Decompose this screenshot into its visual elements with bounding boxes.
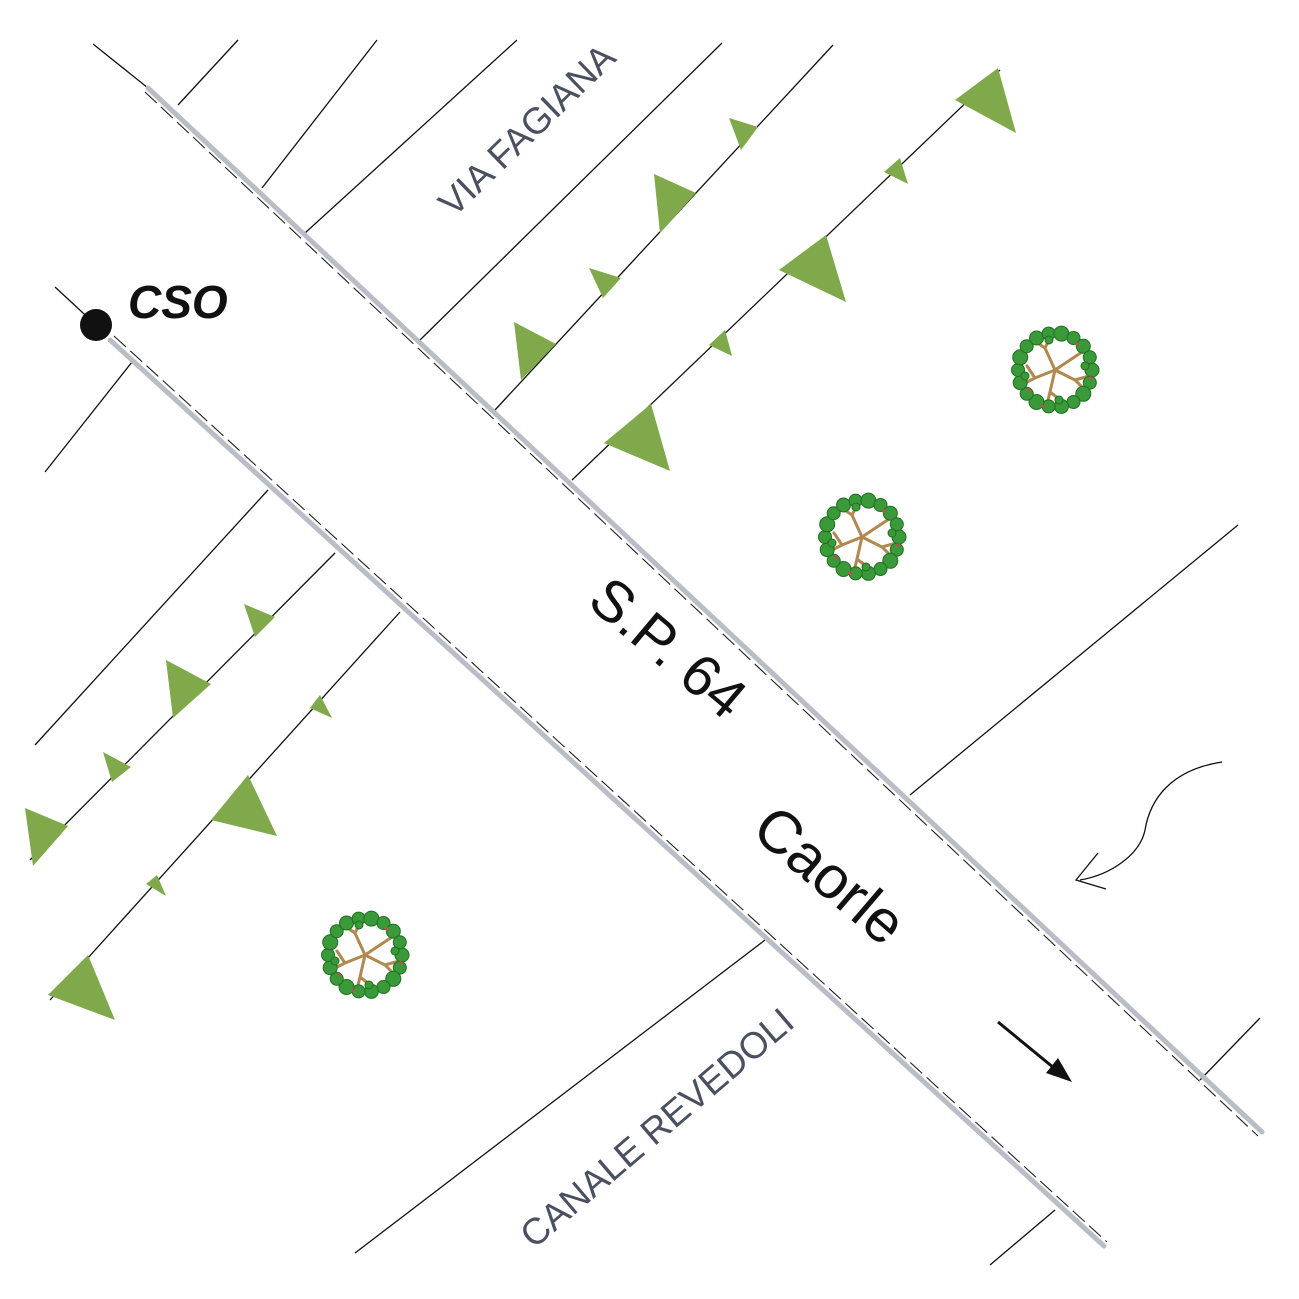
road-number-label: S.P. 64 — [577, 564, 759, 731]
field-boundary-line — [989, 1209, 1056, 1266]
curved-flow-arrow — [1074, 761, 1223, 890]
cso-point-marker — [80, 309, 112, 341]
hedge-west — [25, 604, 332, 1020]
hedge-triangle — [709, 330, 732, 356]
hedge-triangle — [604, 404, 670, 471]
cso-label: CSO — [128, 276, 228, 328]
canale-revedoli-edge-line — [354, 939, 766, 1254]
road-edge-north-dashed — [144, 91, 1259, 1137]
hedge-triangle — [779, 235, 846, 302]
hedge-triangle — [25, 808, 68, 866]
tree-icon — [1010, 324, 1101, 415]
hedge-triangle — [146, 875, 166, 896]
via-fagiana-edge-line — [419, 42, 723, 341]
hedge-triangle — [589, 268, 621, 298]
hedge-triangle — [244, 604, 275, 637]
tree-icon — [817, 491, 908, 582]
road-edge-south-dashed — [113, 335, 1108, 1243]
field-boundary-line — [44, 361, 133, 473]
road-sp64 — [92, 43, 1265, 1249]
hedge-triangle — [654, 174, 696, 233]
field-boundaries-west — [29, 286, 401, 1001]
hedge-triangle — [884, 158, 908, 184]
hedge-triangle — [103, 752, 131, 782]
field-boundaries-north — [177, 39, 1001, 481]
hedge-triangle — [166, 660, 211, 718]
field-boundary-line — [1199, 1017, 1261, 1081]
hedge-north — [514, 68, 1016, 471]
canale-revedoli-label: CANALE REVEDOLI — [512, 1000, 801, 1256]
hedge-triangle — [729, 118, 758, 150]
field-boundary-line — [261, 39, 378, 189]
hedge-triangle — [514, 322, 556, 380]
road-edge-north — [145, 85, 1265, 1135]
field-boundary-line — [34, 489, 269, 746]
via-fagiana-edge-line — [304, 39, 518, 234]
via-fagiana-label: VIA FAGIANA — [431, 36, 624, 224]
hedge-triangle — [955, 68, 1016, 133]
field-boundaries-east — [354, 524, 1261, 1266]
road-edge-south — [107, 337, 1107, 1249]
hedge-triangle — [48, 955, 115, 1020]
field-boundary-line — [909, 524, 1239, 796]
flow-direction-arrow — [997, 1020, 1072, 1082]
hedge-triangle — [211, 775, 277, 836]
hedge-triangle — [310, 695, 332, 718]
road-edge-extension — [92, 43, 149, 89]
field-boundary-line — [177, 39, 239, 106]
tree-icon — [320, 909, 411, 1000]
